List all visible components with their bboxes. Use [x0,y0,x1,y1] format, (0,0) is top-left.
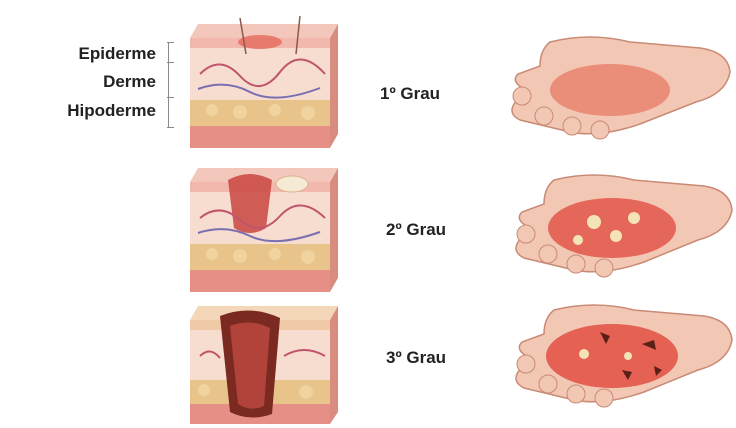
hand-third-degree [504,296,736,410]
skin-block-third-degree [180,296,340,428]
label-epiderme: Epiderme [79,44,156,64]
grade-label-1: 1º Grau [380,84,440,104]
grade-label-3: 3º Grau [386,348,446,368]
skin-block-second-degree [180,158,340,298]
layer-bracket [168,42,177,128]
hand-second-degree [504,166,736,278]
label-derme: Derme [103,72,156,92]
hand-first-degree [500,28,736,140]
skin-block-first-degree [180,14,340,156]
label-hipoderme: Hipoderme [67,101,156,121]
grade-label-2: 2º Grau [386,220,446,240]
